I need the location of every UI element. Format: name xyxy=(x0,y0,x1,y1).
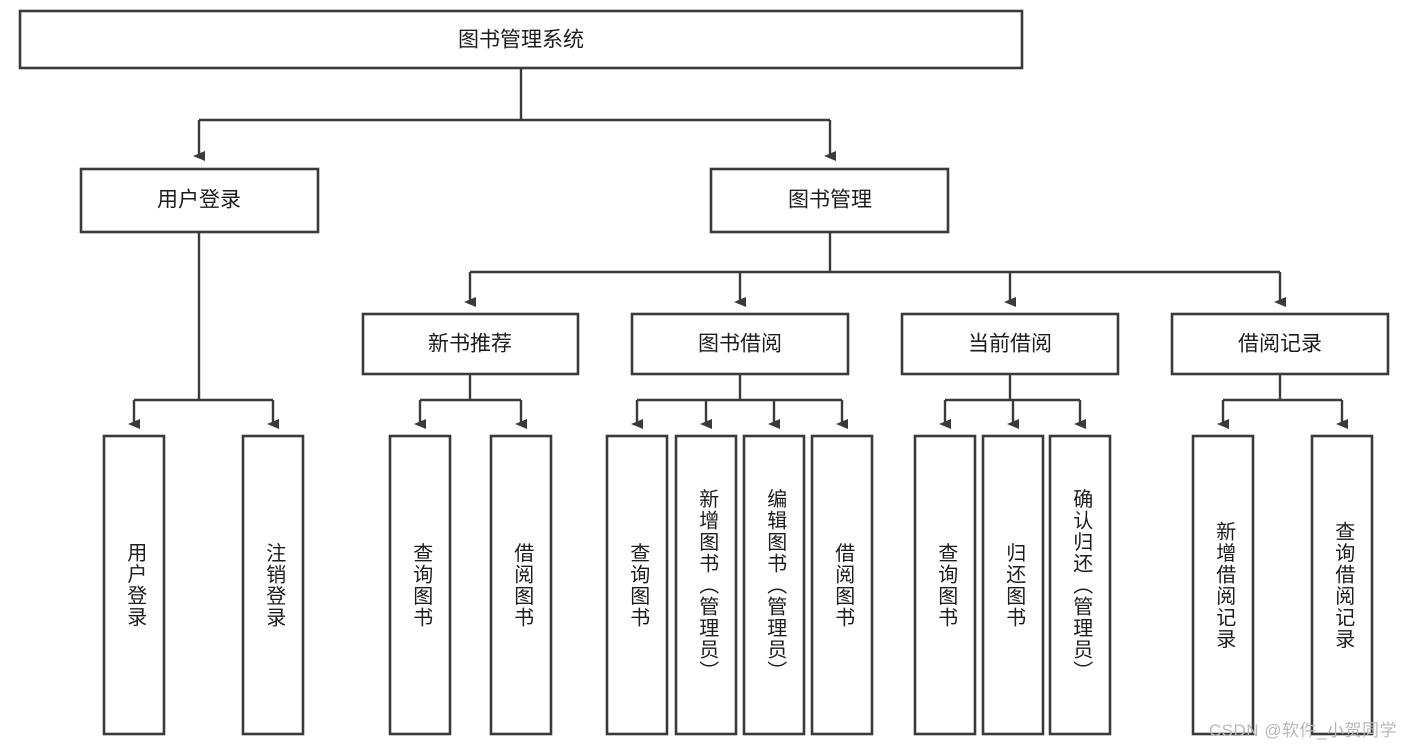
node-leaf-user-login-box[interactable] xyxy=(102,434,166,736)
node-borrow-record-box[interactable] xyxy=(1170,312,1390,376)
connector-group-root-to-level2 xyxy=(193,68,836,161)
connector-group-book-borrow-to-leaves xyxy=(631,374,848,429)
connector-group-borrow-record-to-leaves xyxy=(1217,374,1348,429)
node-root-box[interactable] xyxy=(18,9,1024,70)
node-book-borrow-box[interactable] xyxy=(630,312,850,376)
node-leaf-record-query[interactable]: 查询借阅记录 xyxy=(1310,434,1374,736)
connector-group-new-book-recommend-to-leaves xyxy=(414,374,527,429)
node-leaf-borrow-add-book[interactable]: 新增图书（管理员） xyxy=(674,434,738,736)
node-leaf-current-confirm-return[interactable]: 确认归还（管理员） xyxy=(1048,434,1112,736)
node-user-login[interactable]: 用户登录 xyxy=(79,167,320,234)
node-borrow-record[interactable]: 借阅记录 xyxy=(1170,312,1390,376)
node-leaf-current-query-book-label: 查询图书 xyxy=(935,542,958,628)
node-leaf-borrow-add-book-box[interactable] xyxy=(674,434,738,736)
node-user-login-box[interactable] xyxy=(79,167,320,234)
node-leaf-current-confirm-return-label: 确认归还（管理员） xyxy=(1070,488,1093,682)
node-leaf-borrow-edit-book-label: 编辑图书（管理员） xyxy=(764,488,787,682)
node-leaf-borrow-borrow-book-label: 借阅图书 xyxy=(832,542,855,628)
node-current-borrow[interactable]: 当前借阅 xyxy=(900,312,1120,376)
node-leaf-current-return-book[interactable]: 归还图书 xyxy=(981,434,1045,736)
node-new-book-recommend[interactable]: 新书推荐 xyxy=(361,312,580,376)
node-book-manage[interactable]: 图书管理 xyxy=(709,167,950,234)
node-leaf-current-return-book-label: 归还图书 xyxy=(1003,542,1026,628)
node-leaf-rec-borrow-book-label: 借阅图书 xyxy=(511,542,534,628)
node-book-manage-label: 图书管理 xyxy=(788,189,872,212)
node-leaf-user-logout-label: 注销登录 xyxy=(263,542,286,628)
node-leaf-current-query-book[interactable]: 查询图书 xyxy=(913,434,977,736)
node-leaf-record-query-label: 查询借阅记录 xyxy=(1332,520,1355,649)
node-current-borrow-box[interactable] xyxy=(900,312,1120,376)
node-leaf-rec-query-book-box[interactable] xyxy=(388,434,452,736)
node-new-book-recommend-box[interactable] xyxy=(361,312,580,376)
node-book-manage-box[interactable] xyxy=(709,167,950,234)
node-leaf-borrow-edit-book[interactable]: 编辑图书（管理员） xyxy=(742,434,806,736)
node-leaf-rec-query-book[interactable]: 查询图书 xyxy=(388,434,452,736)
node-leaf-record-add-box[interactable] xyxy=(1191,434,1255,736)
node-borrow-record-label: 借阅记录 xyxy=(1238,333,1322,356)
node-leaf-borrow-edit-book-box[interactable] xyxy=(742,434,806,736)
connector-group-book-manage-to-level3 xyxy=(464,232,1286,307)
node-current-borrow-label: 当前借阅 xyxy=(968,333,1052,356)
node-leaf-rec-query-book-label: 查询图书 xyxy=(410,542,433,628)
node-leaf-record-add-label: 新增借阅记录 xyxy=(1213,520,1236,649)
node-leaf-borrow-add-book-label: 新增图书（管理员） xyxy=(696,488,719,682)
node-book-borrow[interactable]: 图书借阅 xyxy=(630,312,850,376)
node-leaf-borrow-query-book[interactable]: 查询图书 xyxy=(605,434,669,736)
node-root-label: 图书管理系统 xyxy=(458,29,584,52)
node-leaf-user-logout-box[interactable] xyxy=(241,434,305,736)
node-leaf-user-login-label: 用户登录 xyxy=(124,542,147,628)
node-leaf-borrow-borrow-book-box[interactable] xyxy=(810,434,874,736)
node-leaf-record-query-box[interactable] xyxy=(1310,434,1374,736)
node-root[interactable]: 图书管理系统 xyxy=(18,9,1024,70)
node-book-borrow-label: 图书借阅 xyxy=(698,333,782,356)
node-user-login-label: 用户登录 xyxy=(157,189,241,212)
node-leaf-borrow-query-book-box[interactable] xyxy=(605,434,669,736)
node-leaf-record-add[interactable]: 新增借阅记录 xyxy=(1191,434,1255,736)
node-leaf-current-query-book-box[interactable] xyxy=(913,434,977,736)
node-leaf-current-confirm-return-box[interactable] xyxy=(1048,434,1112,736)
node-leaf-rec-borrow-book[interactable]: 借阅图书 xyxy=(489,434,553,736)
node-leaf-user-login[interactable]: 用户登录 xyxy=(102,434,166,736)
connector-group-current-borrow-to-leaves xyxy=(939,374,1086,429)
node-leaf-user-logout[interactable]: 注销登录 xyxy=(241,434,305,736)
node-leaf-borrow-query-book-label: 查询图书 xyxy=(627,542,650,628)
node-leaf-current-return-book-box[interactable] xyxy=(981,434,1045,736)
node-leaf-rec-borrow-book-box[interactable] xyxy=(489,434,553,736)
node-new-book-recommend-label: 新书推荐 xyxy=(428,333,512,356)
node-leaf-borrow-borrow-book[interactable]: 借阅图书 xyxy=(810,434,874,736)
connector-group-user-login-to-leaves xyxy=(128,232,279,429)
